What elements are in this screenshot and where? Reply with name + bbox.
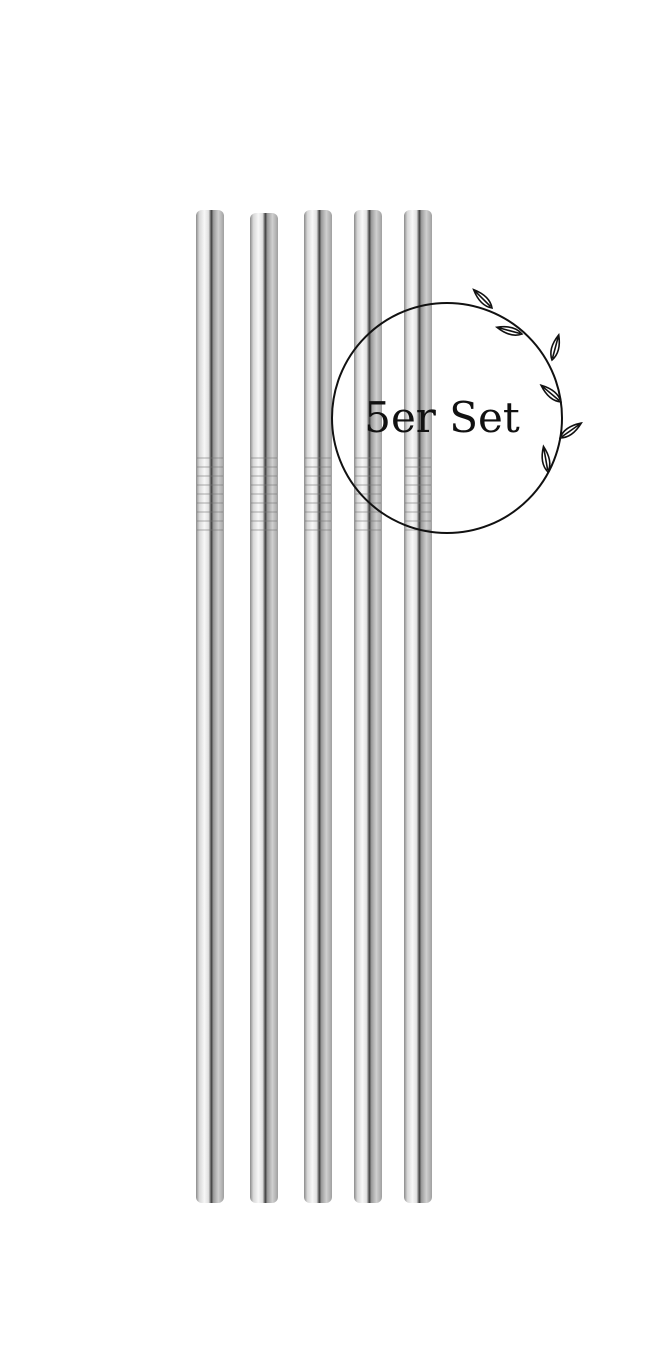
leaf-wreath-icon [472, 288, 583, 474]
straw [404, 210, 432, 1203]
straw [196, 210, 224, 1203]
badge: 5er Set [331, 288, 583, 534]
straw [354, 210, 382, 1203]
leaf-icon [472, 288, 493, 309]
leaf-icon [539, 384, 563, 403]
straws-group [196, 210, 432, 1203]
leaf-icon [541, 444, 551, 474]
badge-text: 5er Set [364, 393, 520, 442]
leaf-icon [558, 421, 583, 439]
straw [250, 213, 278, 1203]
straw [304, 210, 332, 1203]
badge-circle [331, 302, 563, 534]
leaf-icon [494, 325, 524, 336]
leaf-icon [550, 332, 561, 362]
